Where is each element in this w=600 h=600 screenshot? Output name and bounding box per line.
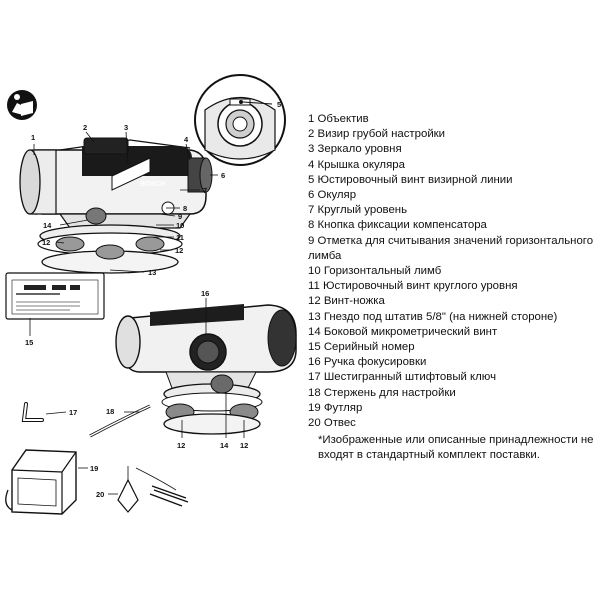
callout-18: 18 [106, 407, 114, 416]
callout-17: 17 [69, 408, 77, 417]
legend-item: 13 Гнездо под штатив 5/8" (на нижней сто… [308, 310, 558, 323]
level-instrument-side [115, 304, 297, 435]
callout-12-left: 12 [42, 238, 50, 247]
legend-item: 16 Ручка фокусировки [308, 356, 427, 369]
legend-item: 12 Винт-ножка [308, 295, 385, 308]
callout-14: 14 [43, 221, 52, 230]
hex-key-accessory [21, 402, 67, 422]
callout-10: 10 [176, 221, 184, 230]
callout-7: 7 [203, 186, 207, 195]
legend-item: 4 Крышка окуляра [308, 158, 405, 171]
legend-item: 15 Серийный номер [308, 341, 415, 354]
legend-item: 1 Объектив [308, 113, 369, 125]
serial-number-label [5, 272, 105, 336]
callout-3: 3 [124, 123, 128, 132]
parts-legend: 1 Объектив 2 Визир грубой настройки 3 Зерк… [308, 112, 596, 464]
legend-item: 7 Круглый уровень [308, 204, 408, 217]
accessories-note: *Изображенные или описанные принадлежнос… [318, 434, 594, 462]
legend-item: 2 Визир грубой настройки [308, 128, 446, 141]
legend-item: 6 Окуляр [308, 189, 357, 202]
plumb-bob-accessory [108, 466, 189, 513]
illustration-panel: BOSCH [5, 74, 297, 515]
adjusting-pin-accessory [89, 404, 151, 438]
legend-item: 14 Боковой микрометрический винт [308, 325, 498, 338]
carrying-case-accessory [5, 449, 88, 515]
legend-list: 1 Объектив 2 Визир грубой настройки 3 Зерк… [308, 112, 596, 431]
legend-item: 3 Зеркало уровня [308, 143, 402, 156]
callout-5: 5 [277, 100, 281, 109]
eyepiece-detail-circle [194, 74, 286, 166]
legend-item: 17 Шестигранный штифтовый ключ [308, 371, 497, 384]
legend-item: 5 Юстировочный винт визирной линии [308, 173, 513, 186]
callout-14-bottom: 14 [220, 441, 229, 450]
callout-19: 19 [90, 464, 98, 473]
callout-12-bottom-right: 12 [240, 441, 248, 450]
callout-8: 8 [183, 204, 187, 213]
callout-1: 1 [31, 133, 35, 142]
legend-item: 11 Юстировочный винт круглого уровня [308, 280, 518, 293]
legend-item: 20 Отвес [308, 417, 356, 430]
callout-12-right: 12 [175, 246, 183, 255]
callout-9: 9 [178, 212, 182, 221]
callout-2: 2 [83, 123, 87, 132]
callout-6: 6 [221, 171, 225, 180]
legend-item: 9 Отметка для считывания значений горизо… [308, 234, 594, 262]
callout-12-bottom-left: 12 [177, 441, 185, 450]
callout-13: 13 [148, 268, 156, 277]
callout-4: 4 [184, 135, 189, 144]
brand-label: BOSCH [140, 181, 165, 188]
callout-16: 16 [201, 289, 209, 298]
callout-11: 11 [176, 233, 184, 242]
legend-item: 18 Стержень для настройки [308, 386, 456, 399]
read-manual-icon [7, 90, 37, 120]
legend-item: 10 Горизонтальный лимб [308, 265, 442, 278]
level-instrument-front: BOSCH [19, 137, 213, 274]
legend-item: 8 Кнопка фиксации компенсатора [308, 219, 487, 232]
callout-20: 20 [96, 490, 104, 499]
callout-15: 15 [25, 338, 33, 347]
legend-item: 19 Футляр [308, 401, 363, 414]
